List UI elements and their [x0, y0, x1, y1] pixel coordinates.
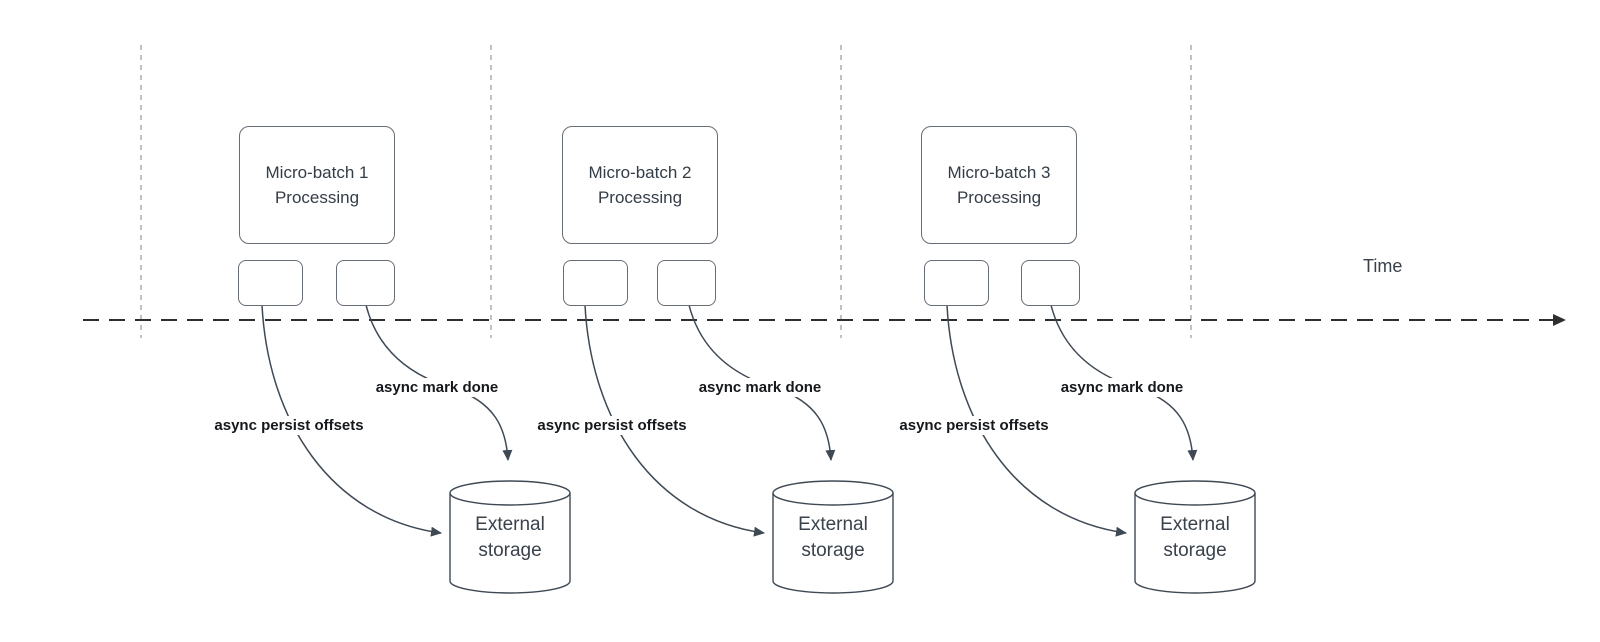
micro-batch-2-box: Micro-batch 2 Processing [562, 126, 718, 244]
micro-batch-3-box: Micro-batch 3 Processing [921, 126, 1077, 244]
persist-offsets-arrow [261, 304, 442, 537]
batch-1-wires [261, 304, 571, 594]
micro-batch-3-offset-task-box [924, 260, 989, 306]
time-axis-label: Time [1363, 256, 1403, 276]
storage-cylinder [449, 493, 571, 594]
storage-cylinder [1134, 493, 1256, 594]
persist-offsets-label: async persist offsets [534, 416, 690, 435]
storage-cylinder-top [1134, 480, 1256, 506]
storage-cylinder-top [449, 480, 571, 506]
mark-done-label: async mark done [372, 378, 502, 397]
micro-batch-1-box: Micro-batch 1 Processing [239, 126, 395, 244]
micro-batch-3-done-task-box [1021, 260, 1080, 306]
persist-offsets-label: async persist offsets [896, 416, 1052, 435]
mark-done-label: async mark done [695, 378, 825, 397]
micro-batch-2-offset-task-box [563, 260, 628, 306]
batch-3-wires [946, 304, 1256, 594]
external-storage-label: External storage [475, 514, 545, 561]
mark-done-label: async mark done [1057, 378, 1187, 397]
storage-cylinder [772, 493, 894, 594]
persist-offsets-arrow [584, 304, 765, 537]
batch-2-wires [584, 304, 894, 594]
storage-cylinder-top [772, 480, 894, 506]
external-storage-label: External storage [798, 514, 868, 561]
micro-batch-1-done-task-box [336, 260, 395, 306]
persist-offsets-arrow [946, 304, 1127, 537]
micro-batch-2-done-task-box [657, 260, 716, 306]
external-storage-label: External storage [1160, 514, 1230, 561]
persist-offsets-label: async persist offsets [211, 416, 367, 435]
micro-batch-1-offset-task-box [238, 260, 303, 306]
